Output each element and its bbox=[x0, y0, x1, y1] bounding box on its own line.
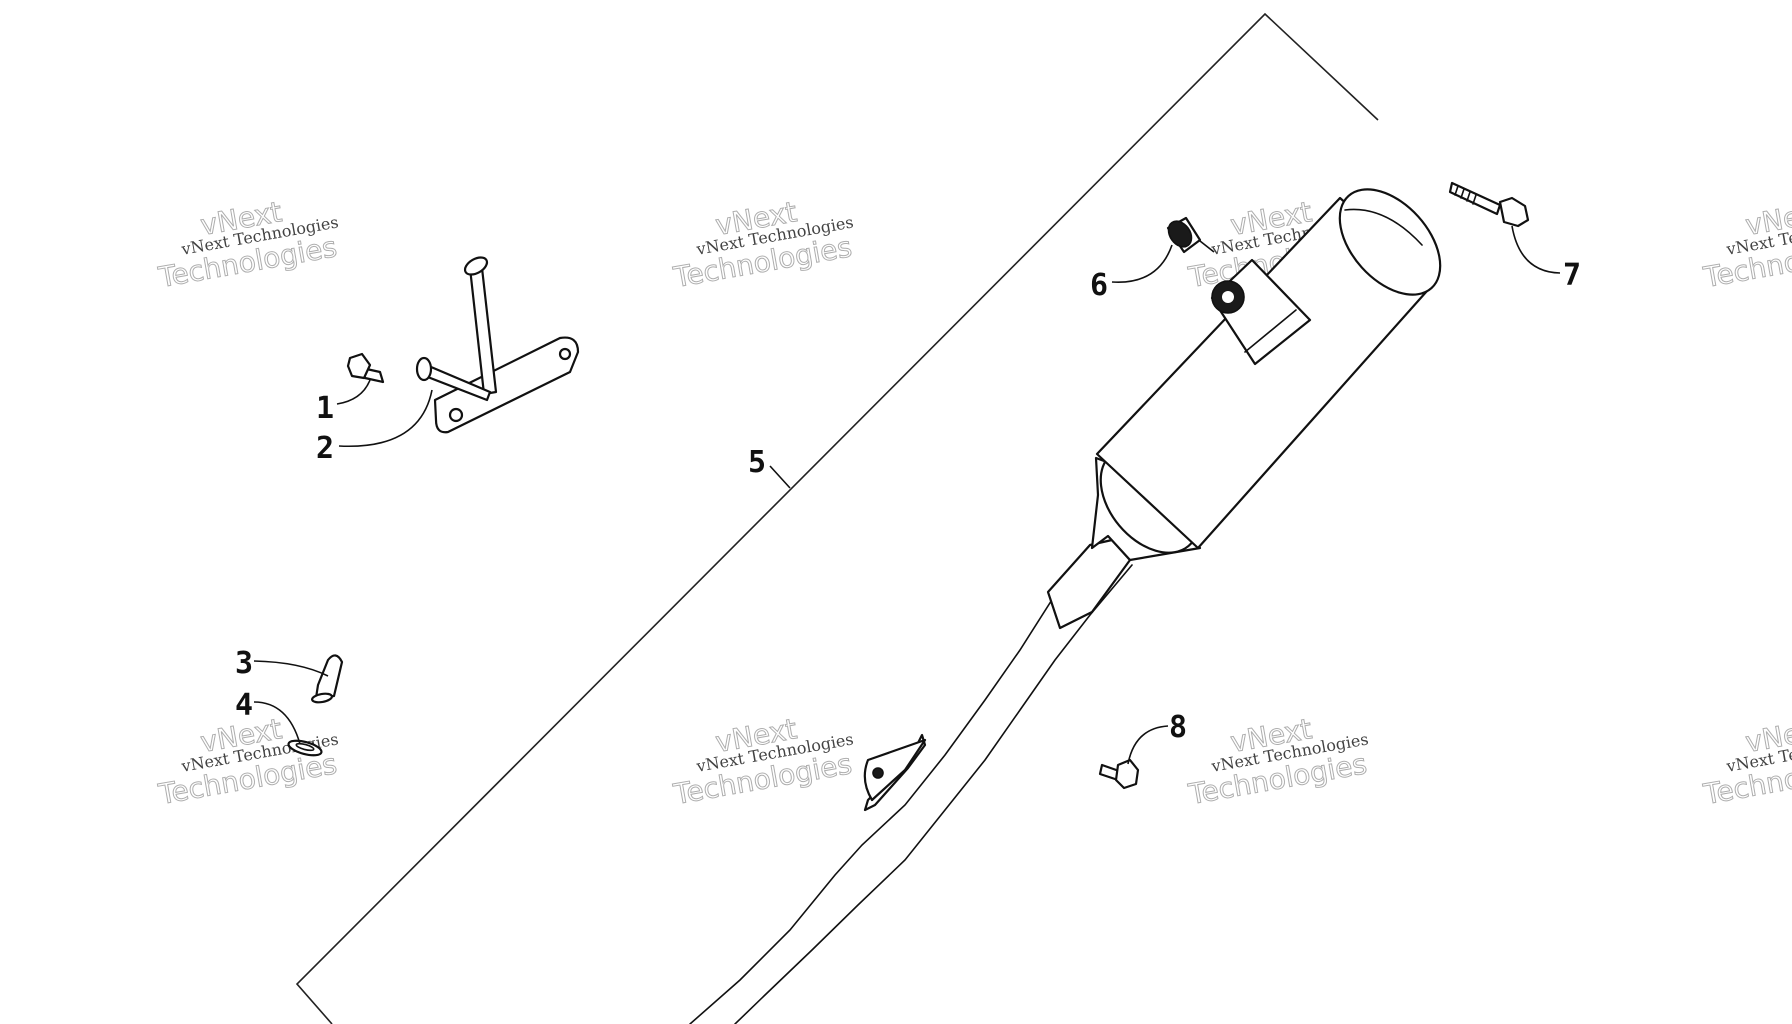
stay-hole-left bbox=[448, 407, 464, 423]
callout-2: 2 bbox=[316, 431, 334, 466]
callout-7: 7 bbox=[1563, 258, 1581, 293]
stay-plate bbox=[433, 336, 580, 434]
exhaust-pipe-upper-edge bbox=[689, 544, 1101, 1024]
watermark-2: vNext vNext Technologies Technologies bbox=[670, 195, 855, 295]
callout-1: 1 bbox=[316, 391, 334, 426]
bracket-hole bbox=[872, 767, 884, 779]
watermark-4: vNext vNext Technologies Technologies bbox=[1700, 195, 1792, 295]
gasket-inner bbox=[295, 742, 315, 752]
watermark-6: vNext vNext Technologies Technologies bbox=[670, 712, 855, 812]
end-cap-rim bbox=[1344, 208, 1423, 246]
part-8-flange-bolt bbox=[1098, 758, 1140, 790]
part-7-long-bolt bbox=[1448, 181, 1530, 228]
leader-8 bbox=[1127, 725, 1169, 765]
part-2-mount-stay bbox=[415, 256, 580, 434]
bolt-7-head bbox=[1498, 196, 1530, 228]
stay-vertical-pin bbox=[468, 266, 498, 396]
stay-horizontal-pin-cap bbox=[415, 356, 433, 382]
muffler-end-cap bbox=[1338, 188, 1442, 296]
bolt-8-head bbox=[1114, 758, 1140, 790]
leader-5 bbox=[769, 465, 791, 489]
watermark-1: vNext vNext Technologies Technologies bbox=[155, 195, 340, 295]
assembly-frame bbox=[295, 12, 1379, 1024]
part-1-bolt bbox=[346, 352, 385, 384]
part-6-cap-nut bbox=[1166, 216, 1202, 254]
cap-nut-face bbox=[1167, 220, 1193, 248]
bracket-fold-line bbox=[1244, 309, 1297, 353]
part-3-rubber-damper bbox=[311, 654, 344, 704]
exhaust-pipe-lower-edge bbox=[734, 564, 1133, 1024]
damper-base bbox=[311, 692, 333, 704]
callout-5: 5 bbox=[748, 445, 766, 480]
part-4-gasket bbox=[287, 739, 323, 757]
leader-6 bbox=[1111, 244, 1173, 283]
grommet-hole bbox=[1222, 291, 1234, 303]
leader-1 bbox=[336, 379, 371, 405]
leader-7 bbox=[1511, 225, 1561, 274]
leader-2 bbox=[338, 389, 433, 448]
callout-3: 3 bbox=[235, 646, 253, 681]
bolt-7-threads bbox=[1454, 185, 1477, 205]
stay-vertical-pin-cap bbox=[463, 256, 489, 276]
callout-6: 6 bbox=[1090, 268, 1108, 303]
callout-4: 4 bbox=[235, 688, 253, 723]
leader-4 bbox=[253, 701, 301, 745]
damper-body bbox=[314, 654, 344, 700]
pipe-mount-tab bbox=[863, 738, 927, 802]
leader-3 bbox=[253, 660, 329, 677]
part-5-muffler-exhaust bbox=[689, 188, 1442, 1024]
callout-8: 8 bbox=[1169, 710, 1187, 745]
pipe-collar bbox=[1046, 538, 1132, 630]
stay-hole-right bbox=[558, 347, 572, 361]
watermark-7: vNext vNext Technologies Technologies bbox=[1185, 712, 1370, 812]
leader-6b bbox=[1199, 240, 1215, 253]
watermark-8: vNext vNext Technologies Technologies bbox=[1700, 712, 1792, 812]
bolt-1-head bbox=[346, 352, 372, 380]
